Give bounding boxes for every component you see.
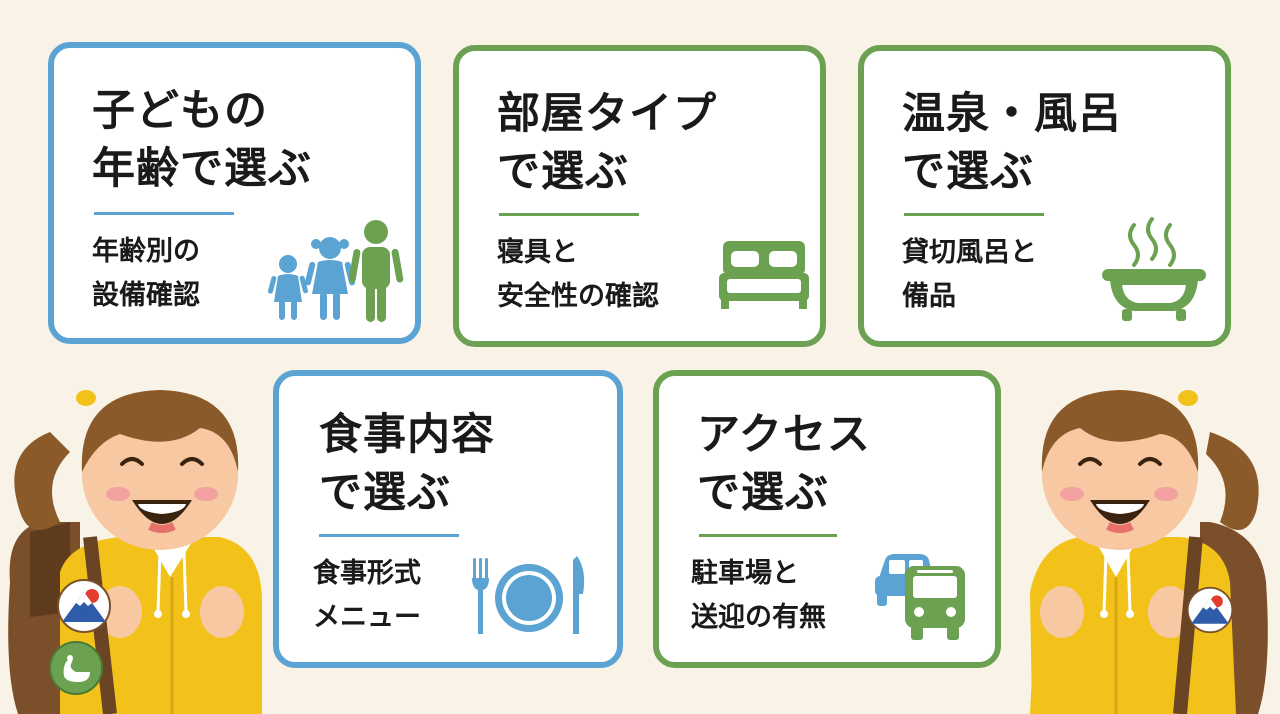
card-title-line: 部屋タイプ [497, 89, 717, 139]
card-title: 温泉・風呂 で選ぶ [902, 85, 1122, 201]
card-title-line: で選ぶ [697, 468, 829, 518]
bed-icon [719, 241, 809, 309]
card-subtitle-line: 安全性の確認 [497, 281, 659, 312]
card-title-line: で選ぶ [319, 468, 451, 518]
card-subtitle-line: 食事形式 [313, 558, 421, 589]
card-access[interactable]: アクセス で選ぶ 駐車場と 送迎の有無 [653, 370, 1001, 668]
card-subtitle-line: 駐車場と [691, 558, 799, 589]
mount-fuji-badge-icon [1186, 586, 1234, 634]
card-divider [499, 213, 639, 216]
card-subtitle-line: 寝具と [497, 237, 578, 268]
card-subtitle: 貸切風呂と 備品 [902, 231, 1037, 319]
card-meal[interactable]: 食事内容 で選ぶ 食事形式 メニュー [273, 370, 623, 668]
card-subtitle: 寝具と 安全性の確認 [497, 231, 659, 319]
card-title: 食事内容 で選ぶ [319, 406, 495, 522]
bathtub-icon [1102, 217, 1206, 321]
swan-badge-icon [49, 641, 103, 695]
card-divider [904, 213, 1044, 216]
card-title-line: アクセス [697, 410, 871, 460]
card-title-line: 温泉・風呂 [902, 89, 1122, 139]
card-divider [94, 212, 234, 215]
card-subtitle: 食事形式 メニュー [313, 552, 421, 640]
girl-right-illustration [1030, 390, 1268, 714]
card-subtitle: 年齢別の 設備確認 [92, 230, 200, 318]
card-child-age[interactable]: 子どもの 年齢で選ぶ 年齢別の 設備確認 [48, 42, 421, 344]
card-onsen[interactable]: 温泉・風呂 で選ぶ 貸切風呂と 備品 [858, 45, 1231, 347]
card-title: アクセス で選ぶ [697, 406, 871, 522]
card-divider [699, 534, 837, 537]
card-subtitle-line: 送迎の有無 [691, 602, 826, 633]
card-subtitle-line: 貸切風呂と [902, 237, 1037, 268]
card-subtitle-line: 設備確認 [92, 280, 200, 311]
mount-fuji-badge-icon [57, 579, 111, 633]
card-divider [319, 534, 459, 537]
card-subtitle: 駐車場と 送迎の有無 [691, 552, 826, 640]
card-room-type[interactable]: 部屋タイプ で選ぶ 寝具と 安全性の確認 [453, 45, 826, 347]
card-title-line: 子どもの [92, 86, 268, 136]
family-icon [268, 220, 404, 322]
card-subtitle-line: 年齢別の [92, 236, 200, 267]
card-title-line: 年齢で選ぶ [92, 144, 312, 194]
card-title-line: で選ぶ [497, 147, 629, 197]
card-title-line: 食事内容 [319, 410, 495, 460]
card-title-line: で選ぶ [902, 147, 1034, 197]
card-title: 子どもの 年齢で選ぶ [92, 82, 312, 198]
card-subtitle-line: 備品 [902, 281, 956, 312]
car-bus-icon [875, 554, 965, 640]
tableware-icon [472, 556, 585, 634]
girl-left-illustration [8, 390, 262, 714]
card-subtitle-line: メニュー [313, 602, 421, 633]
card-title: 部屋タイプ で選ぶ [497, 85, 717, 201]
